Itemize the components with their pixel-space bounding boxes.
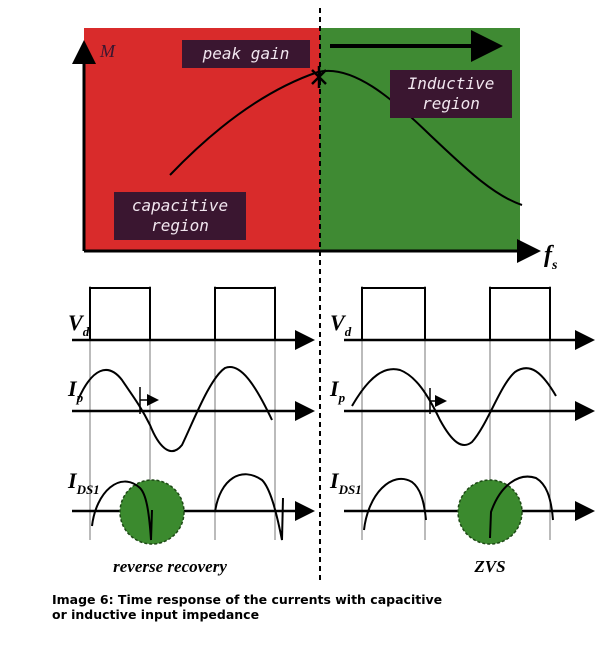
gain-axis-label: M	[99, 41, 116, 61]
peak-gain-label: peak gain	[202, 44, 290, 63]
ids-subscript-left: DS1	[76, 482, 100, 497]
right-waveform-panel	[344, 286, 595, 545]
ids-subscript-right: DS1	[338, 482, 362, 497]
ids-symbol-left: I	[67, 468, 78, 493]
frequency-axis-label: fs	[544, 242, 558, 273]
peak-gain-box	[182, 40, 310, 68]
vd-label-right: Vd	[330, 310, 352, 339]
gain-curve	[169, 69, 523, 206]
ids-waveform-left	[91, 473, 284, 541]
inductive-region-label-line1: Inductive	[408, 74, 495, 93]
figure-caption: Image 6: Time response of the currents w…	[52, 592, 572, 622]
zvs-note: ZVS	[473, 557, 505, 576]
frequency-axis-subscript: s	[551, 258, 558, 273]
inductive-region-box	[390, 70, 512, 118]
capacitive-region-box	[114, 192, 246, 240]
vd-subscript-left: d	[83, 324, 90, 339]
ids-label-right: IDS1	[329, 468, 362, 497]
frequency-axis-symbol: f	[544, 242, 554, 268]
ids-label-left: IDS1	[67, 468, 100, 497]
ip-waveform-right	[351, 367, 557, 447]
ip-symbol-right: I	[329, 376, 340, 401]
vd-waveform-right	[361, 287, 551, 341]
capacitive-region-label-line1: capacitive	[132, 196, 228, 215]
ip-label-left: Ip	[67, 376, 84, 405]
ip-subscript-left: p	[76, 390, 84, 405]
ids-waveform-right	[363, 475, 554, 539]
caption-line-2: or inductive input impedance	[52, 607, 260, 622]
caption-line-1: Image 6: Time response of the currents w…	[52, 592, 443, 607]
vd-symbol-left: V	[68, 310, 85, 335]
capacitive-region-label-line2: region	[151, 216, 209, 235]
reverse-recovery-note: reverse recovery	[113, 557, 227, 576]
ip-symbol-left: I	[67, 376, 78, 401]
resonant-converter-diagram: M fs peak gain Inductive region capaciti…	[67, 8, 595, 580]
vd-label-left: Vd	[68, 310, 90, 339]
ip-waveform-left	[77, 366, 273, 453]
inductive-region-fill	[320, 28, 520, 250]
ip-label-right: Ip	[329, 376, 346, 405]
vd-symbol-right: V	[330, 310, 347, 335]
vd-waveform-left	[89, 287, 276, 341]
vd-subscript-right: d	[345, 324, 352, 339]
ip-subscript-right: p	[338, 390, 346, 405]
left-waveform-panel	[72, 286, 315, 545]
ids-symbol-right: I	[329, 468, 340, 493]
inductive-region-label-line2: region	[422, 94, 480, 113]
